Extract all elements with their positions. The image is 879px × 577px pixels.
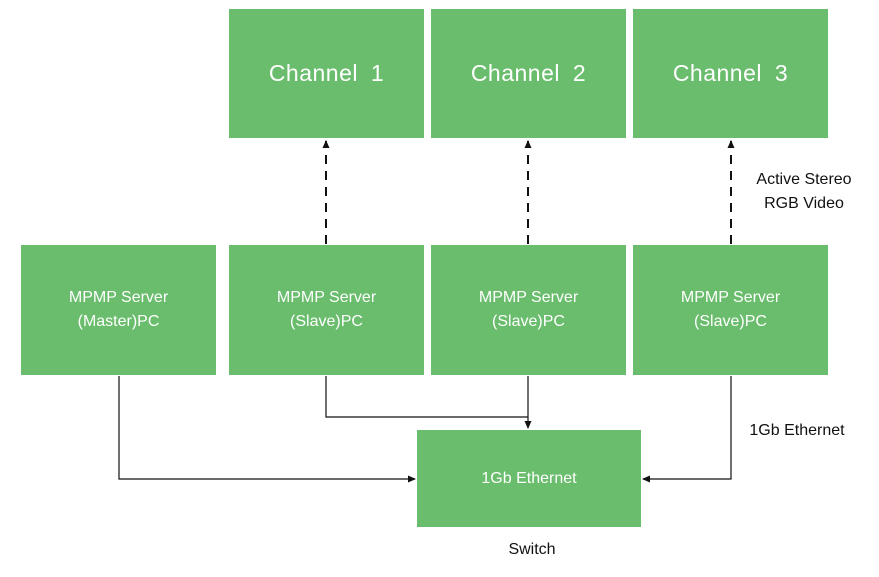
channel-2-box: Channel 2	[431, 9, 626, 138]
channel-1-box: Channel 1	[229, 9, 424, 138]
channel-1-label: Channel 1	[268, 60, 385, 86]
server-slave-3-box: MPMP Server (Slave)PC	[633, 245, 828, 375]
video-annotation: Active Stereo RGB Video	[742, 168, 866, 216]
server-slave-2-line2: (Slave)PC	[492, 313, 565, 330]
ethernet-switch-box: 1Gb Ethernet	[417, 430, 641, 527]
ethernet-link-slave-3	[642, 376, 732, 483]
server-slave-2-box: MPMP Server (Slave)PC	[431, 245, 626, 375]
server-master-line1: MPMP Server	[68, 289, 169, 306]
ethernet-annotation-text: 1Gb Ethernet	[749, 422, 845, 439]
channel-2-label: Channel 2	[470, 60, 587, 86]
channel-3-box: Channel 3	[633, 9, 828, 138]
video-annotation-line2: RGB Video	[764, 195, 844, 212]
ethernet-link-slave-1	[325, 376, 528, 418]
server-master-line2: (Master)PC	[77, 313, 160, 330]
server-slave-2-line1: MPMP Server	[478, 289, 579, 306]
server-slave-1-line1: MPMP Server	[276, 289, 377, 306]
server-slave-1-line2: (Slave)PC	[290, 313, 363, 330]
ethernet-annotation: 1Gb Ethernet	[735, 419, 859, 443]
server-master-box: MPMP Server (Master)PC	[21, 245, 216, 375]
channel-3-label: Channel 3	[672, 60, 789, 86]
ethernet-switch-label: 1Gb Ethernet	[481, 469, 577, 487]
video-annotation-line1: Active Stereo	[756, 171, 852, 188]
server-slave-3-line1: MPMP Server	[680, 289, 781, 306]
ethernet-link-master	[118, 376, 416, 483]
switch-caption: Switch	[487, 538, 577, 562]
server-slave-3-line2: (Slave)PC	[694, 313, 767, 330]
switch-caption-text: Switch	[508, 541, 556, 558]
server-slave-1-box: MPMP Server (Slave)PC	[229, 245, 424, 375]
